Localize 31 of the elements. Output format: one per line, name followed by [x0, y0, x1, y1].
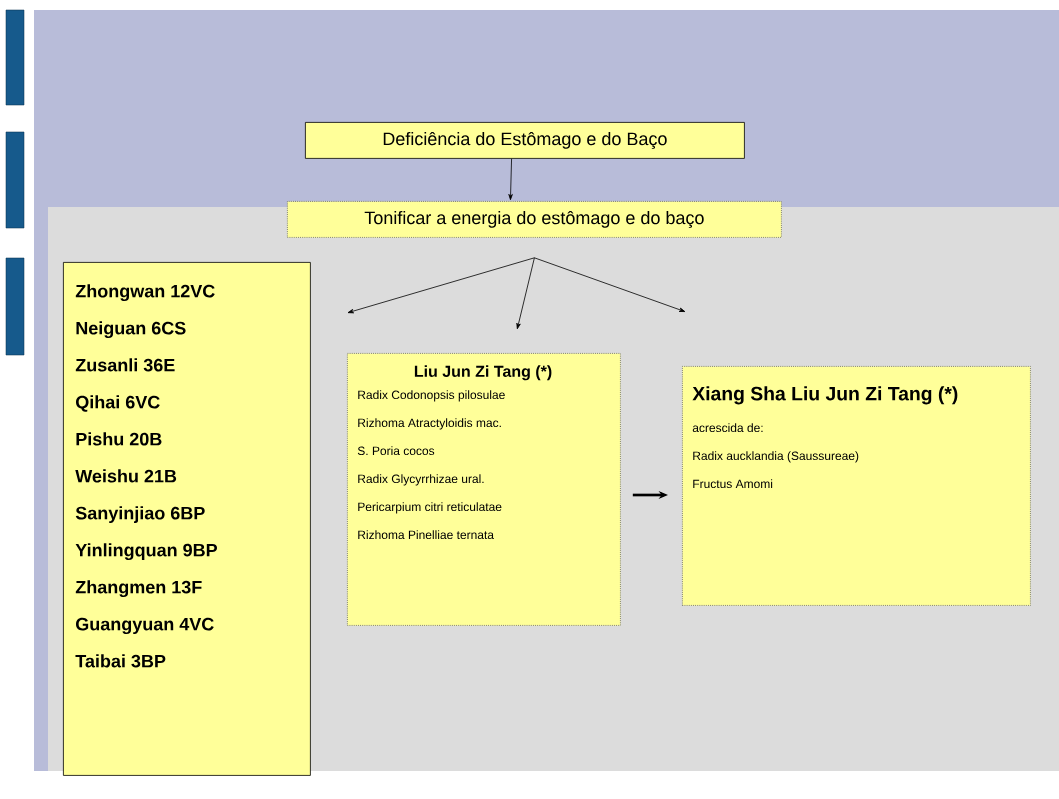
acupoint-label: Sanyinjiao 6BP — [75, 506, 205, 524]
formula-box — [682, 366, 1031, 606]
ingredient-label: Radix Glycyrrhizae ural. — [358, 474, 484, 486]
acupoint-label: Yinlingquan 9BP — [75, 543, 217, 561]
acupoint-label: Weishu 21B — [75, 469, 177, 483]
acupoint-label: Pishu 20B — [76, 432, 162, 446]
ingredient-label: Rizhoma Pinelliae ternata — [358, 530, 494, 540]
acupoint-label: Guangyuan 4VC — [76, 617, 214, 635]
ingredient-label: Rizhoma Atractyloidis mac. — [358, 418, 501, 430]
text-box: Deficiência do Estômago e do Baço — [305, 122, 745, 159]
acupoint-label: Neiguan 6CS — [76, 321, 186, 339]
acupoint-label: Zusanli 36E — [75, 358, 175, 372]
text-box: Tonificar a energia do estômago e do baço — [287, 201, 782, 238]
formula-box — [347, 353, 621, 626]
acupoint-box — [63, 262, 311, 776]
arrow — [347, 257, 535, 314]
acupoint-label: Taibai 3BP — [75, 654, 166, 668]
arrow — [516, 257, 535, 330]
formula-title: Liu Jun Zi Tang (*) — [414, 365, 552, 381]
ingredient-label: Fructus Amomi — [693, 479, 773, 489]
ingredient-label: Radix Codonopsis pilosulae — [358, 390, 505, 402]
ingredient-label: Pericarpium citri reticulatae — [358, 502, 502, 514]
acupoint-label: Qihai 6VC — [76, 395, 160, 412]
ingredient-label: acrescida de: — [692, 423, 763, 433]
ingredient-label: S. Poria cocos — [357, 446, 435, 456]
ingredient-label: Radix aucklandia (Saussureae) — [693, 451, 859, 463]
formula-title: Xiang Sha Liu Jun Zi Tang (*) — [692, 386, 958, 405]
arrow — [508, 158, 513, 201]
acupoint-label: Zhangmen 13F — [75, 580, 202, 598]
acupoint-label: Zhongwan 12VC — [75, 284, 215, 302]
arrow — [534, 257, 686, 312]
